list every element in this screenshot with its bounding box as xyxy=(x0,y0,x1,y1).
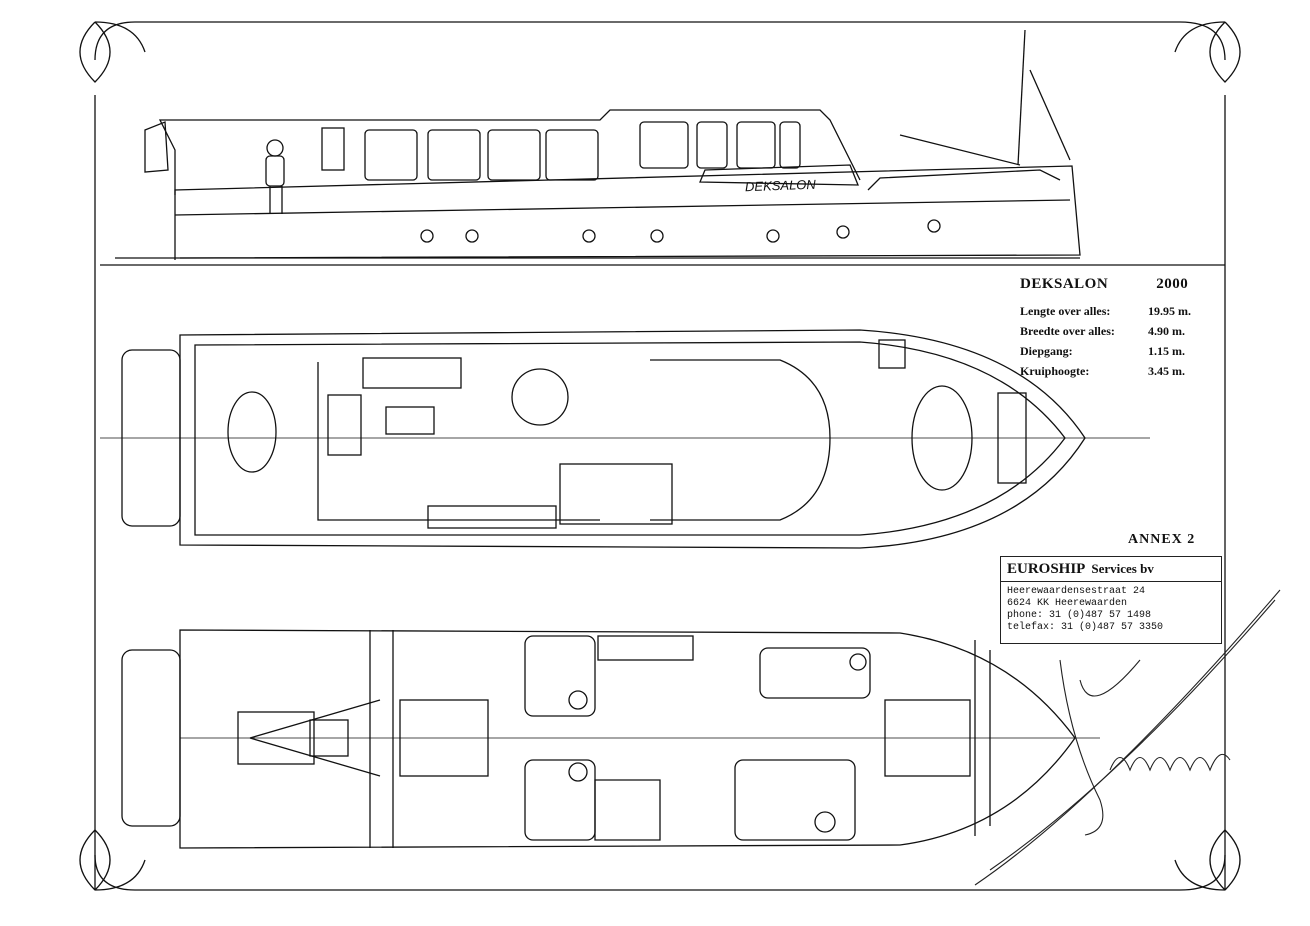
company-name: EUROSHIP xyxy=(1007,561,1086,577)
spec-label: Lengte over alles: xyxy=(1020,304,1111,318)
spec-value: 4.90 m. xyxy=(1148,324,1185,338)
spec-value: 1.15 m. xyxy=(1148,344,1185,358)
stamp-city: 6624 KK Heerewaarden xyxy=(1007,598,1128,609)
stamp-address: Heerewaardensestraat 24 xyxy=(1007,586,1146,597)
spec-value: 3.45 m. xyxy=(1148,364,1185,378)
annex-label: ANNEX 2 xyxy=(1128,532,1196,547)
side-elevation xyxy=(100,29,1225,266)
spec-label: Diepgang: xyxy=(1020,344,1073,358)
spec-length: Lengte over alles: 19.95 m. xyxy=(1020,301,1220,321)
spec-width: Breedte over alles: 4.90 m. xyxy=(1020,321,1220,341)
model-name: DEKSALON xyxy=(1020,276,1109,292)
side-boat-label: DEKSALON xyxy=(745,177,817,194)
spec-label: Kruiphoogte: xyxy=(1020,364,1090,378)
spec-value: 19.95 m. xyxy=(1148,304,1191,318)
page-frame xyxy=(79,21,1241,891)
spec-air-draft: Kruiphoogte: 3.45 m. xyxy=(1020,361,1220,381)
stamp-header: EUROSHIP Services bv xyxy=(1001,557,1221,582)
lower-plan xyxy=(121,629,1100,849)
spec-draft: Diepgang: 1.15 m. xyxy=(1020,341,1220,361)
spec-label: Breedte over alles: xyxy=(1020,324,1115,338)
signature-scribble xyxy=(974,589,1281,886)
deck-plan xyxy=(100,329,1150,549)
company-suffix: Services bv xyxy=(1091,561,1154,576)
model-year: 2000 xyxy=(1156,276,1189,292)
stamp-phone: phone: 31 (0)487 57 1498 xyxy=(1007,610,1152,621)
model-title: DEKSALON 2000 xyxy=(1020,276,1220,293)
stamp-fax: telefax: 31 (0)487 57 3350 xyxy=(1007,622,1164,633)
company-stamp: EUROSHIP Services bv Heerewaardensestraat… xyxy=(1000,556,1222,644)
